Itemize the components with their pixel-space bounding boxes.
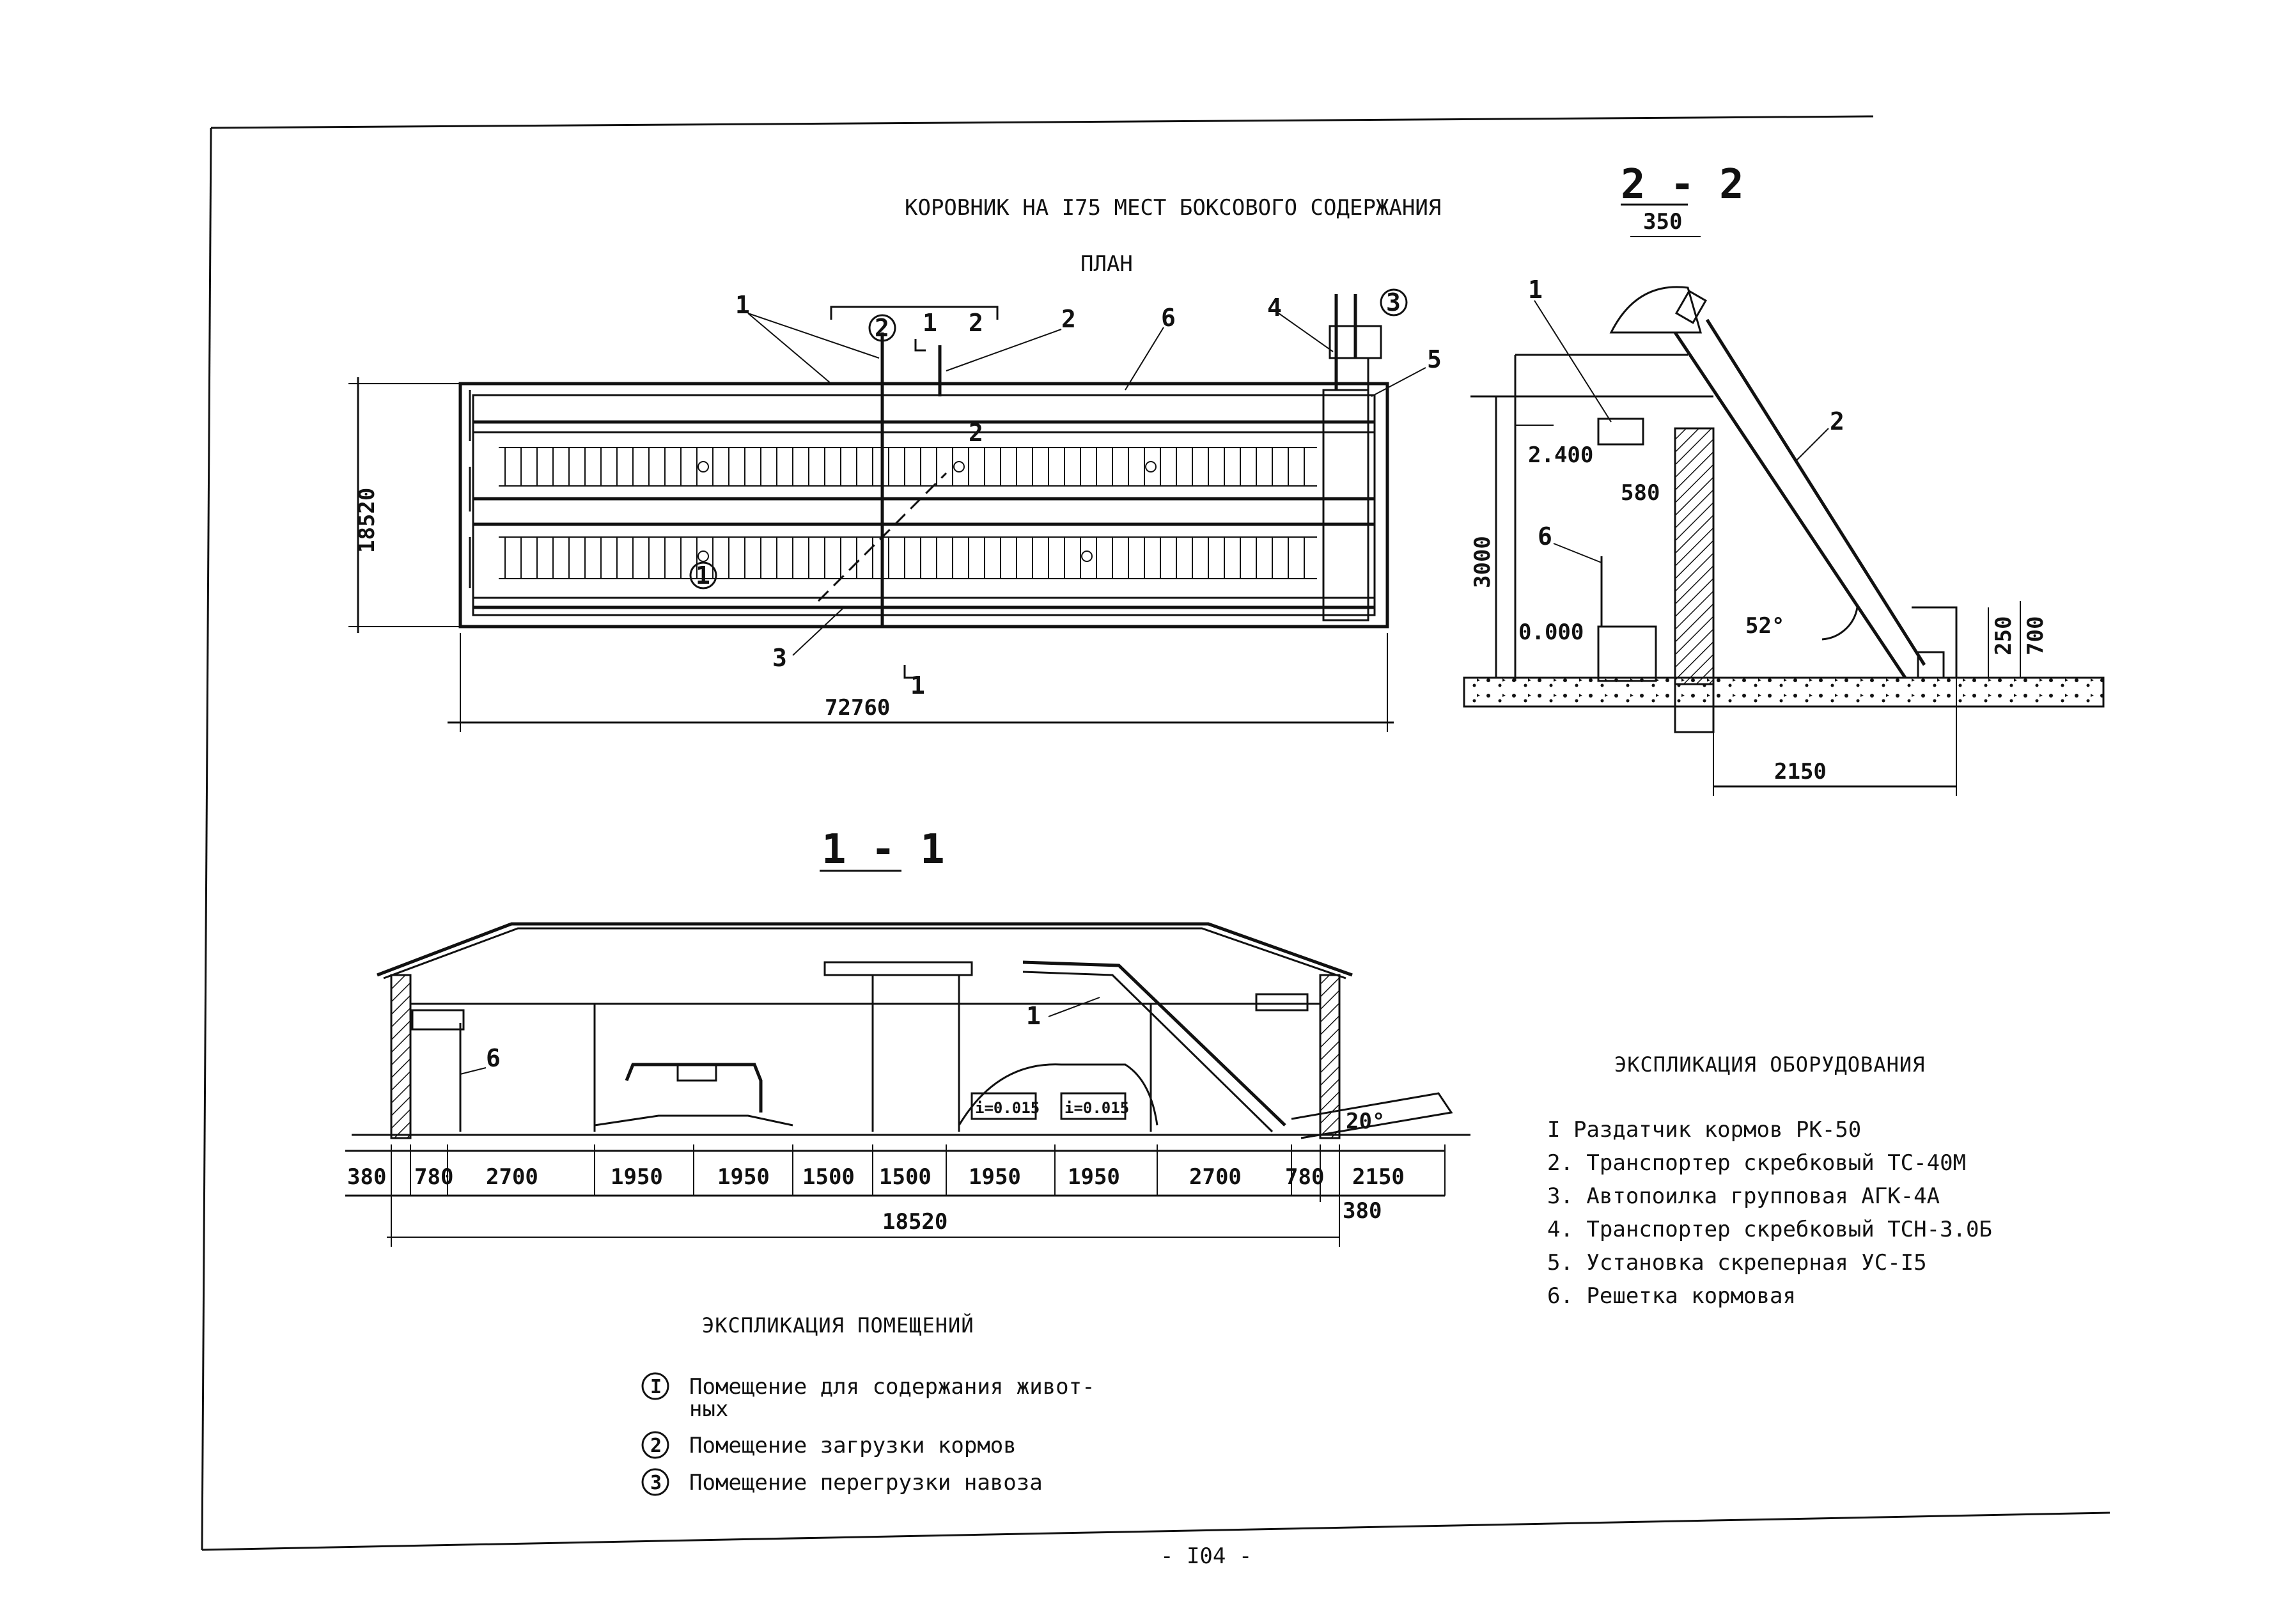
s11-callout-1: 1 — [1026, 1002, 1041, 1030]
plan-callout-3: 3 — [772, 644, 787, 672]
section-mark-2-top: 2 — [969, 309, 983, 337]
stall-rows — [499, 447, 1317, 579]
plan-callout-1: 1 — [735, 291, 750, 319]
room-item-2-text: Помещение загрузки кормов — [689, 1433, 1017, 1458]
dim-380-right: 380 — [1343, 1198, 1382, 1224]
room-marker-1-num: I — [650, 1376, 662, 1398]
dim-780-left: 780 — [414, 1164, 453, 1190]
equipment-item-6: 6. Решетка кормовая — [1547, 1283, 1796, 1309]
plan-view: 1 2 3 1 2 3 4 5 6 1 1 2 2 72760 18520 72 — [348, 288, 1442, 732]
plan-width-dim: 72760 — [825, 695, 890, 721]
slope-left: i=0.015 — [975, 1099, 1040, 1117]
equipment-legend: ЭКСПЛИКАЦИЯ ОБОРУДОВАНИЯ I Раздатчик кор… — [1547, 1052, 1992, 1309]
room-callout-3-label: 3 — [1386, 288, 1401, 316]
room-marker-3 — [641, 1468, 669, 1496]
dim-350: 350 — [1643, 209, 1682, 235]
section-2-2-angle: 52° — [1745, 613, 1784, 639]
equipment-item-5: 5. Установка скреперная УС-I5 — [1547, 1250, 1927, 1276]
s22-callout-6: 6 — [1538, 522, 1552, 550]
dim-250: 250 — [1991, 616, 2016, 655]
sheet-title: КОРОВНИК НА I75 МЕСТ БОКСОВОГО СОДЕРЖАНИ… — [905, 195, 1441, 221]
s22-callout-1: 1 — [1528, 276, 1543, 304]
equipment-item-3: 3. Автопоилка групповая АГК-4А — [1547, 1183, 1940, 1209]
equipment-item-4: 4. Транспортер скребковый ТСН-3.0Б — [1547, 1217, 1992, 1242]
level-0000: 0.000 — [1518, 620, 1584, 645]
dim-780-right: 780 — [1285, 1164, 1324, 1190]
plan-callout-6: 6 — [1161, 304, 1176, 332]
page-number: - I04 - — [1160, 1543, 1252, 1569]
plan-callout-2: 2 — [1061, 305, 1076, 333]
room-marker-2-num: 2 — [650, 1435, 662, 1457]
dim-1500-b: 1500 — [879, 1164, 932, 1190]
plan-height-dim: 18520 — [354, 488, 380, 553]
plan-label: ПЛАН — [1080, 251, 1133, 277]
equipment-heading: ЭКСПЛИКАЦИЯ ОБОРУДОВАНИЯ — [1614, 1052, 1925, 1077]
room-item-1-text: Помещение для содержания живот- — [689, 1374, 1095, 1400]
dim-2150: 2150 — [1774, 759, 1827, 785]
section-mark-2-mid: 2 — [969, 419, 983, 447]
room-callout-3 — [1380, 288, 1408, 316]
equipment-item-1: I Раздатчик кормов РК-50 — [1547, 1117, 1861, 1143]
room-marker-1 — [641, 1372, 669, 1400]
dim-1950-d: 1950 — [1068, 1164, 1120, 1190]
sheet-frame — [201, 115, 2110, 1551]
dim-1500-a: 1500 — [802, 1164, 855, 1190]
rooms-legend: ЭКСПЛИКАЦИЯ ПОМЕЩЕНИЙ I Помещение для со… — [641, 1313, 1095, 1496]
dim-700: 700 — [2023, 616, 2048, 655]
rooms-heading: ЭКСПЛИКАЦИЯ ПОМЕЩЕНИЙ — [702, 1313, 974, 1338]
room-callout-2 — [868, 314, 896, 342]
section-2-2-label: 2 - 2 — [1621, 161, 1744, 208]
room-callout-2-label: 2 — [875, 314, 889, 342]
section-1-1-label: 1 - 1 — [822, 826, 945, 873]
room-callout-1-label: 1 — [696, 561, 710, 589]
plan-outline — [458, 382, 1389, 629]
section-1-1: 1 - 1 i=0.015 i=0.015 2 — [345, 826, 1470, 1247]
room-callout-1 — [689, 561, 717, 589]
dim-2700-left: 2700 — [486, 1164, 538, 1190]
s11-callout-6: 6 — [486, 1044, 501, 1072]
dim-1950-b: 1950 — [717, 1164, 770, 1190]
slope-right: i=0.015 — [1064, 1099, 1129, 1117]
room-item-3-text: Помещение перегрузки навоза — [689, 1470, 1043, 1495]
equipment-item-2: 2. Транспортер скребковый ТС-40М — [1547, 1150, 1966, 1176]
dim-1950-a: 1950 — [611, 1164, 663, 1190]
section-2-2: 2 - 2 52° 350 2.400 580 3000 0.000 25 — [1463, 161, 2105, 796]
dim-1950-c: 1950 — [969, 1164, 1021, 1190]
room-marker-3-num: 3 — [650, 1472, 662, 1494]
room-item-1-text2: ных — [689, 1396, 728, 1422]
plan-callout-4: 4 — [1267, 293, 1282, 322]
dim-3000: 3000 — [1470, 536, 1495, 588]
dim-2700-right: 2700 — [1189, 1164, 1242, 1190]
dim-total-18520: 18520 — [882, 1209, 947, 1235]
dim-580: 580 — [1621, 480, 1660, 506]
dim-2400: 2.400 — [1528, 442, 1593, 468]
room-marker-2 — [641, 1431, 669, 1459]
section-mark-1-top: 1 — [923, 309, 937, 337]
section-1-1-angle: 20° — [1346, 1109, 1385, 1134]
dim-380-left: 380 — [347, 1164, 386, 1190]
dim-2150: 2150 — [1352, 1164, 1405, 1190]
s22-callout-2: 2 — [1830, 407, 1844, 435]
plan-callout-5: 5 — [1427, 345, 1442, 373]
section-mark-1-bottom: 1 — [910, 671, 925, 699]
